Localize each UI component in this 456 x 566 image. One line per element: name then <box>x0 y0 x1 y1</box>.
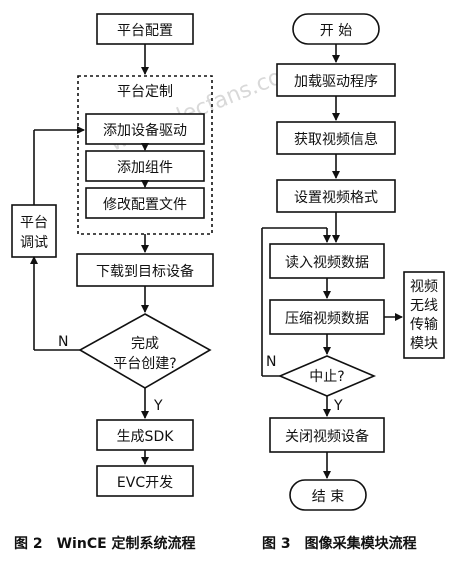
add-driver-label: 添加设备驱动 <box>103 122 187 139</box>
debug-label-line1: 平台 <box>20 215 48 231</box>
start-label: 开 始 <box>320 23 352 39</box>
platform-config-label: 平台配置 <box>117 23 173 39</box>
wireless-label-1: 视频 <box>410 279 438 295</box>
wireless-label-2: 无线 <box>410 298 438 314</box>
right-no-label: N <box>266 354 276 370</box>
platform-config-box <box>96 13 194 45</box>
get-info-label: 获取视频信息 <box>294 131 378 148</box>
left-caption: 图 2 WinCE 定制系统流程 <box>14 535 196 552</box>
set-format-label: 设置视频格式 <box>294 190 378 206</box>
evc-box <box>96 465 194 497</box>
load-driver-label: 加载驱动程序 <box>294 74 378 90</box>
left-flowchart <box>11 13 214 497</box>
modify-config-box <box>85 187 205 219</box>
wireless-module-box <box>403 271 445 359</box>
read-data-box <box>269 243 385 279</box>
add-component-label: 添加组件 <box>117 160 173 176</box>
read-data-label: 读入视频数据 <box>285 254 369 271</box>
left-no-label: N <box>58 334 68 350</box>
stop-label: 中止? <box>309 369 344 385</box>
wireless-label-3: 传输 <box>410 317 438 333</box>
end-terminal <box>289 479 367 511</box>
close-device-box <box>269 417 385 453</box>
modify-config-label: 修改配置文件 <box>103 197 187 213</box>
add-component-box <box>85 150 205 182</box>
right-yes-label: Y <box>333 398 343 414</box>
compress-box <box>269 299 385 335</box>
wireless-label-4: 模块 <box>410 336 438 352</box>
right-caption: 图 3 图像采集模块流程 <box>262 535 417 552</box>
end-label: 结 束 <box>312 489 344 505</box>
platform-customize-dashed-box <box>77 75 213 235</box>
get-info-box <box>276 121 396 155</box>
close-device-label: 关闭视频设备 <box>285 428 369 445</box>
right-flowchart <box>261 13 445 511</box>
gen-sdk-label: 生成SDK <box>117 429 175 445</box>
decision-label-line1: 完成 <box>131 336 159 352</box>
platform-customize-label: 平台定制 <box>117 84 173 100</box>
set-format-box <box>276 179 396 213</box>
evc-label: EVC开发 <box>117 475 173 491</box>
decision-label-line2: 平台创建? <box>113 356 176 372</box>
debug-label-line2: 调试 <box>20 235 48 251</box>
compress-label: 压缩视频数据 <box>285 311 369 327</box>
download-label: 下载到目标设备 <box>96 263 194 280</box>
gen-sdk-box <box>96 419 194 451</box>
left-yes-label: Y <box>153 398 163 414</box>
